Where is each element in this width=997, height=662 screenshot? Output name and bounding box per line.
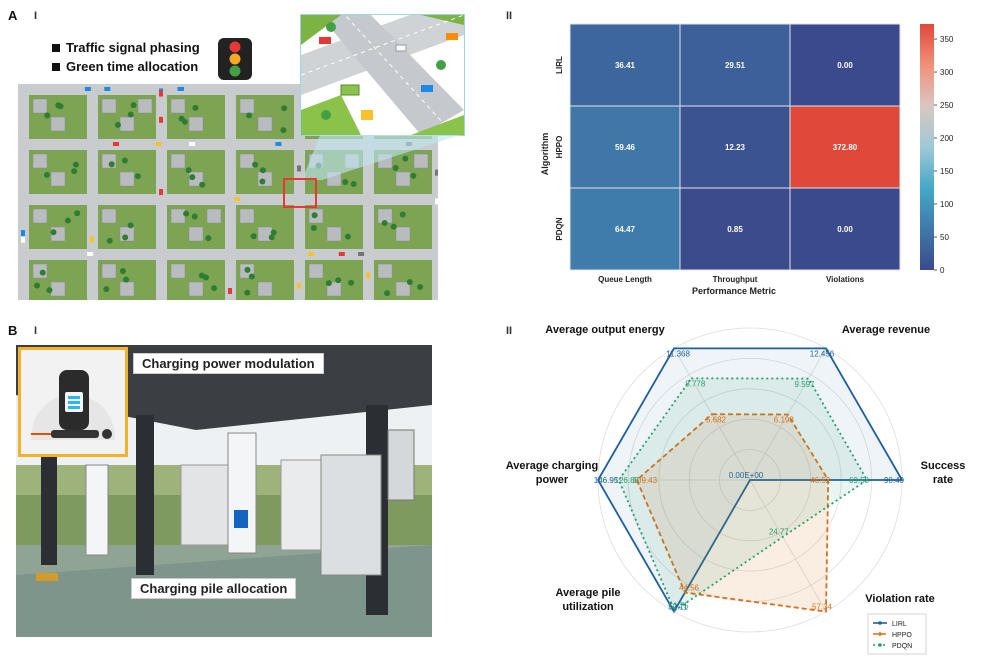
panel-a-label: A: [8, 8, 18, 23]
heatmap-cell: [789, 187, 901, 271]
colorbar-tick-label: 200: [940, 134, 954, 143]
radar-value-label: 51.75: [669, 602, 690, 611]
traffic-light-icon: [218, 38, 252, 80]
colorbar-tick-label: 250: [940, 101, 954, 110]
radar-value-label: 8.778: [685, 380, 706, 389]
selected-intersection-highlight: [283, 178, 317, 208]
radar-value-label: 44.56: [679, 583, 700, 592]
heatmap-row-label: HPPO: [555, 136, 564, 159]
charging-power-label: Charging power modulation: [133, 353, 324, 374]
heatmap-cell-value: 0.00: [837, 61, 853, 70]
radar-value-label: 109.43: [633, 476, 658, 485]
radar-value-label: 69.58: [849, 476, 870, 485]
legend-label: LIRL: [892, 621, 907, 628]
heatmap-row-label: PDQN: [555, 217, 564, 240]
radar-value-label: 52.11: [668, 602, 688, 611]
heatmap-colorbar: [920, 24, 934, 270]
radar-chart: Average output energy Average revenueSucc…: [506, 324, 966, 655]
heatmap-column-label: Throughput: [713, 275, 758, 284]
bullet-green-time: Green time allocation: [52, 57, 200, 76]
radar-value-label: 24.77: [769, 528, 790, 537]
radar-value-label: 6.198: [774, 416, 795, 425]
heatmap-cell-value: 59.46: [615, 143, 636, 152]
heatmap-cell-value: 372.80: [833, 143, 858, 152]
colorbar-tick-label: 100: [940, 200, 954, 209]
heatmap-y-axis-label: Algorithm: [540, 133, 550, 176]
heatmap-cell-value: 0.85: [727, 225, 743, 234]
heatmap-chart: 36.41 29.51 0.00 LIRL 59.46 12.23 372.80 HPPO 64…: [540, 23, 954, 296]
traffic-bullets: Traffic signal phasing Green time alloca…: [52, 38, 200, 76]
heatmap-cell-value: 36.41: [615, 61, 636, 70]
bullet-signal-phasing: Traffic signal phasing: [52, 38, 200, 57]
radar-axis-label: Average revenue: [842, 324, 930, 336]
radar-series-polygon: [635, 413, 830, 613]
radar-axis-label: Average output energy: [545, 324, 665, 336]
radar-series-polygon: [617, 377, 869, 613]
radar-value-label: 57.34: [812, 602, 833, 611]
panel-b-label: B: [8, 323, 18, 338]
colorbar-tick-label: 300: [940, 68, 954, 77]
radar-value-label: 11.368: [666, 350, 690, 359]
intersection-zoom-inset: [300, 0, 465, 136]
colorbar-tick-label: 350: [940, 35, 954, 44]
radar-value-label: 126.88: [615, 476, 640, 485]
panel-a-ii-label: II: [506, 10, 513, 22]
panel-a-i-label: I: [34, 10, 38, 22]
heatmap-cell: [569, 187, 681, 271]
radar-value-label: 90.40: [884, 476, 905, 485]
heatmap-cell: [789, 105, 901, 189]
heatmap-column-label: Violations: [826, 275, 865, 284]
colorbar-tick-label: 0: [940, 266, 945, 275]
heatmap-row-label: LIRL: [555, 56, 564, 74]
zoom-connector: [302, 135, 460, 180]
charger-closeup-inset: [18, 347, 128, 457]
colorbar-tick-label: 150: [940, 167, 954, 176]
radar-value-label: 146.95: [594, 476, 619, 485]
panel-b-i-label: I: [34, 325, 38, 337]
radar-axis-label: Violation rate: [865, 593, 934, 605]
radar-value-label: 12.456: [810, 350, 835, 359]
radar-series-polygon: [596, 347, 904, 614]
panel-b-ii-label: II: [506, 325, 513, 337]
intersection-illustration: [300, 0, 465, 135]
heatmap-cell: [569, 23, 681, 107]
heatmap-cell-value: 12.23: [725, 143, 746, 152]
radar-value-label: 9.597: [795, 380, 816, 389]
heatmap-column-label: Queue Length: [598, 275, 652, 284]
colorbar-tick-label: 50: [940, 233, 949, 242]
heatmap-cell-value: 64.47: [615, 225, 636, 234]
heatmap-cell: [569, 105, 681, 189]
radar-value-label: 5.682: [706, 415, 727, 424]
heatmap-x-axis-label: Performance Metric: [692, 286, 776, 296]
heatmap-cell-value: 0.00: [837, 225, 853, 234]
heatmap-cell-value: 29.51: [725, 61, 746, 70]
radar-value-label: 46.52: [810, 476, 831, 485]
radar-value-label: 0.00E+00: [729, 471, 764, 480]
charging-pile-label: Charging pile allocation: [131, 578, 297, 599]
legend-label: PDQN: [892, 643, 912, 650]
heatmap-cell: [789, 23, 901, 107]
legend-label: HPPO: [892, 632, 912, 639]
